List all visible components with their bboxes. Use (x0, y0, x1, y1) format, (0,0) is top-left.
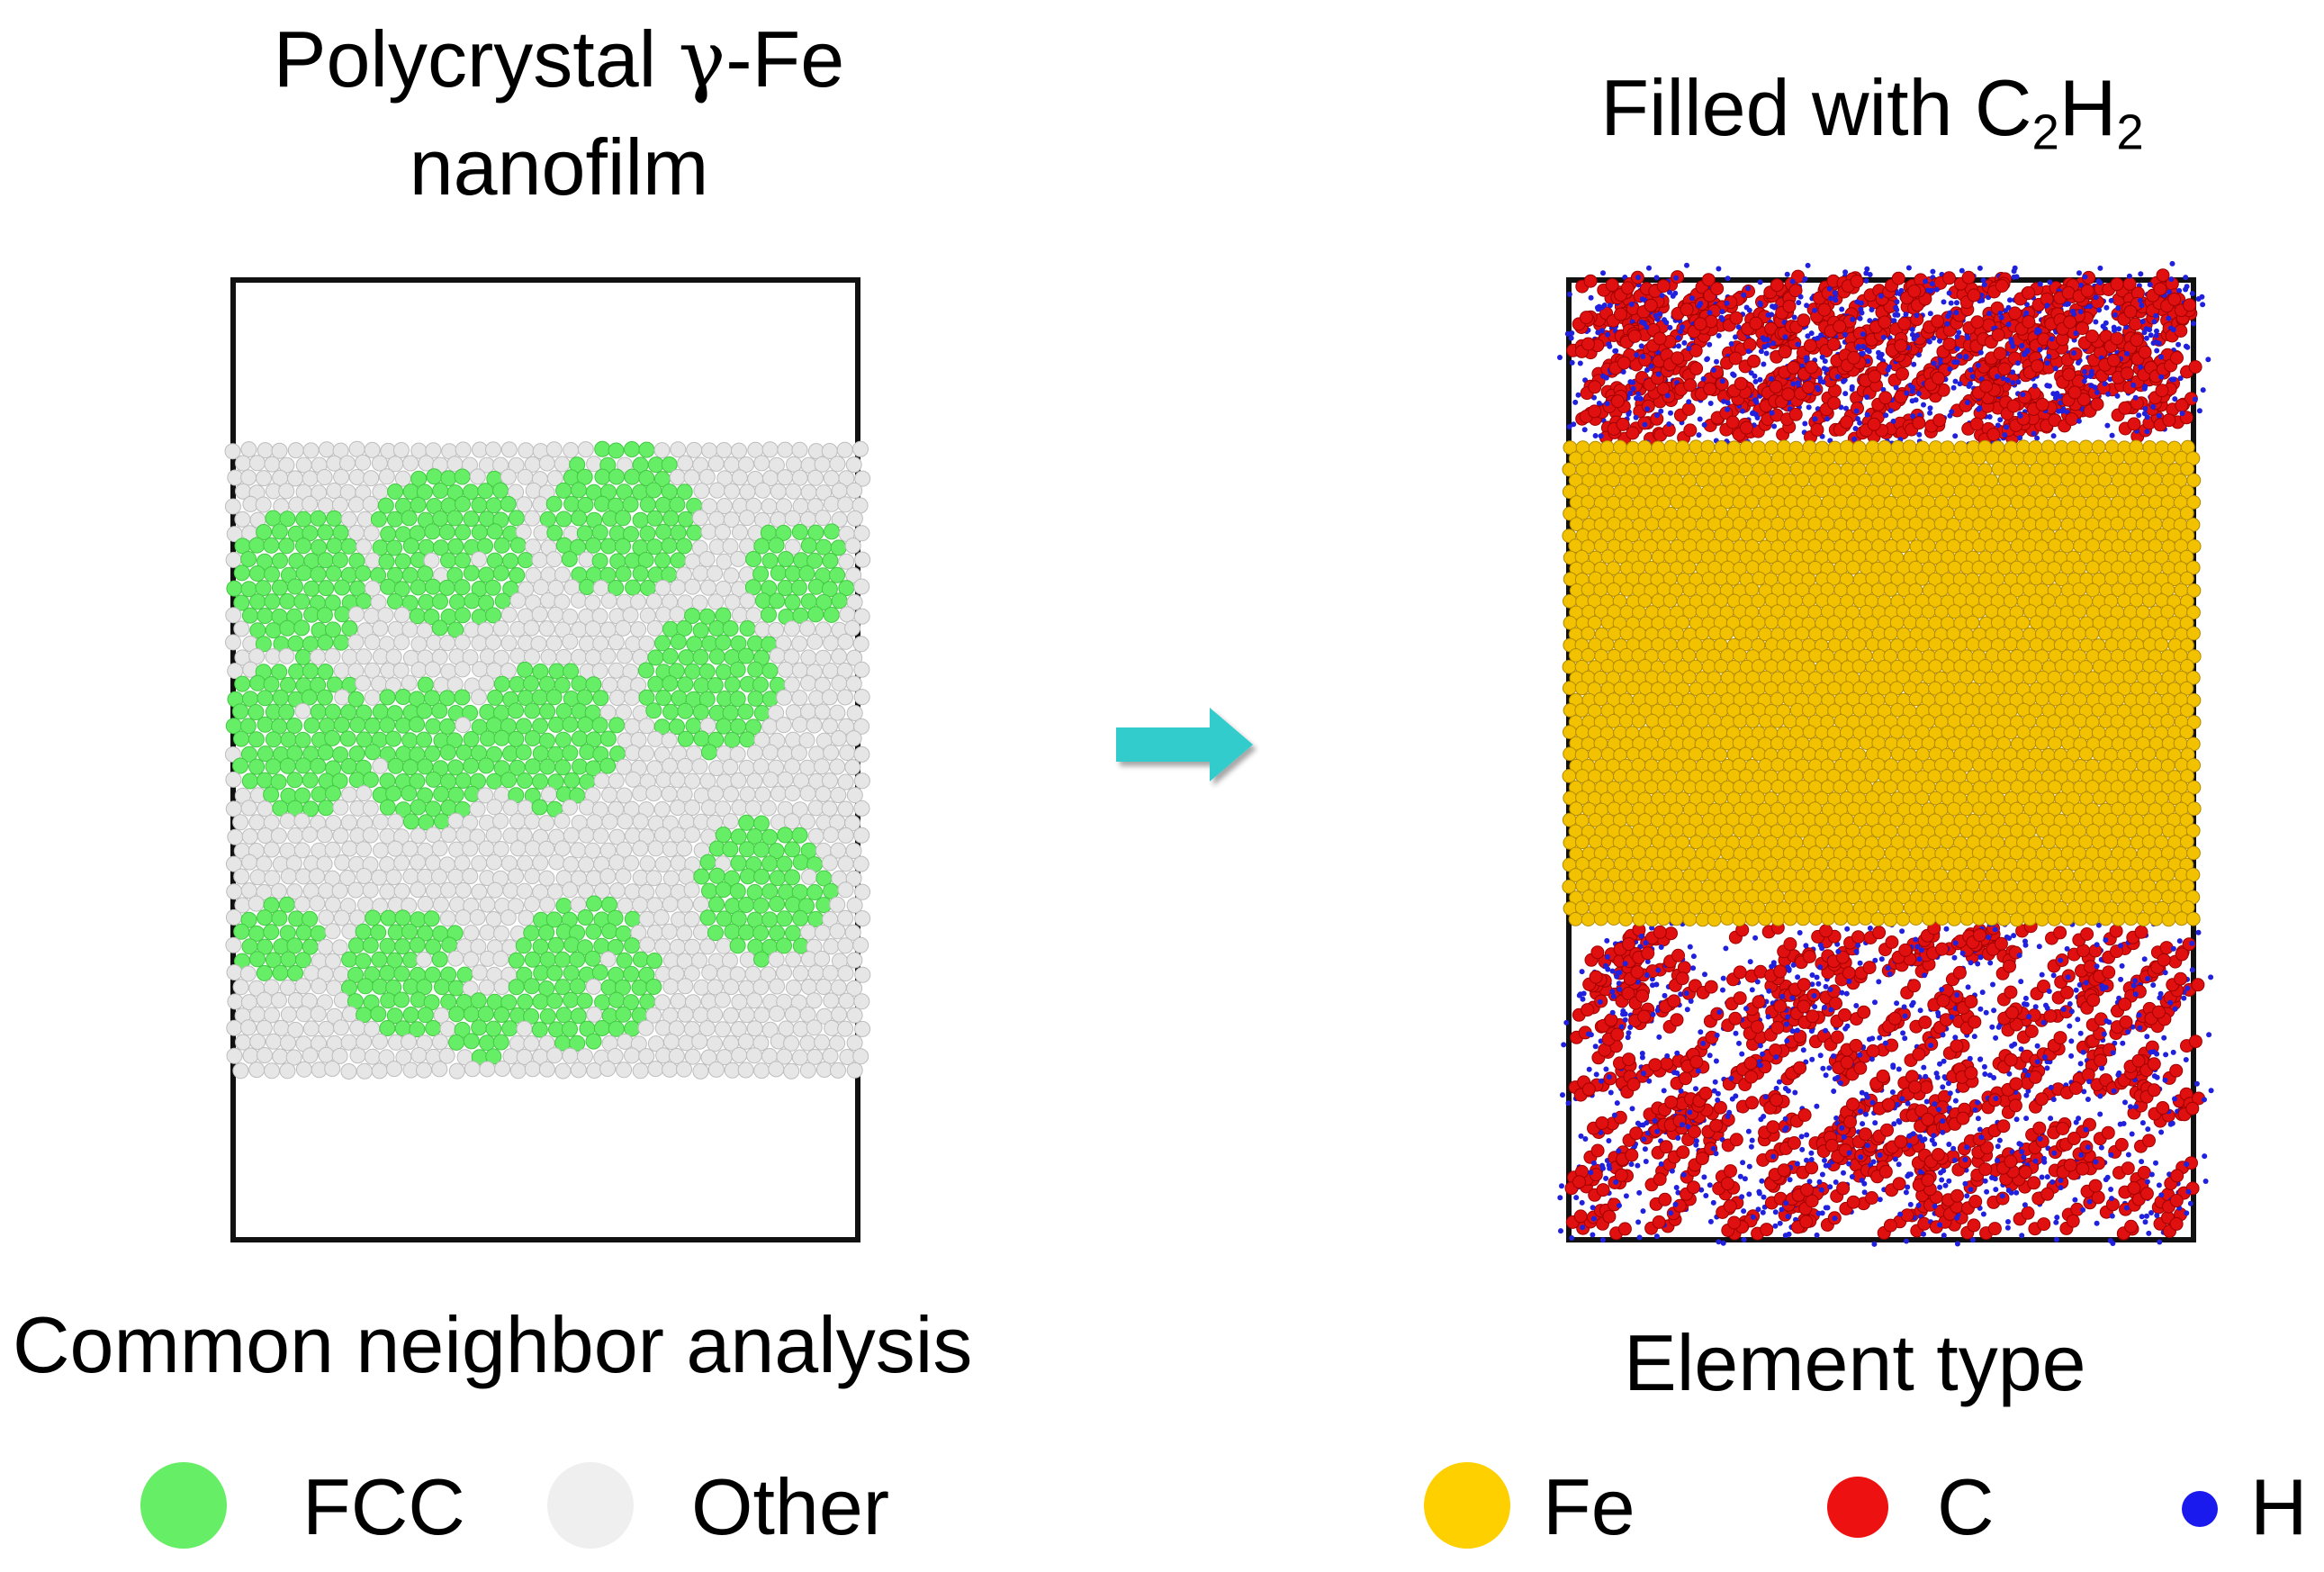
h-legend-label: H (2250, 1462, 2308, 1551)
right-caption: Element type (1624, 1318, 2086, 1407)
fcc-legend-swatch (140, 1462, 227, 1549)
right-arrow-icon (1116, 708, 1253, 781)
element-atoms (1557, 260, 2214, 1247)
gamma-symbol: γ (678, 13, 726, 105)
right-title-main: Filled with C (1600, 63, 2032, 152)
right-title-sub1: 2 (2031, 104, 2059, 160)
left-title-prefix: Polycrystal (273, 14, 679, 104)
right-title-mid: H (2058, 63, 2117, 152)
h-legend-swatch (2182, 1491, 2218, 1527)
left-title-line2: nanofilm (409, 122, 709, 212)
cna-atom-film (224, 440, 871, 1080)
c-legend-swatch (1827, 1477, 1888, 1538)
other-legend-swatch (547, 1462, 634, 1549)
left-title-suffix: -Fe (725, 14, 845, 104)
c-legend-label: C (1937, 1462, 1995, 1551)
left-caption: Common neighbor analysis (13, 1300, 973, 1389)
right-title-sub2: 2 (2116, 104, 2144, 160)
other-legend-label: Other (691, 1462, 890, 1551)
fe-legend-label: Fe (1543, 1462, 1635, 1551)
right-title: Filled with C2H2 (1530, 68, 2214, 158)
left-title-line1: Polycrystal γ-Fe (241, 20, 877, 99)
fe-legend-swatch (1424, 1462, 1510, 1549)
fcc-legend-label: FCC (302, 1462, 465, 1551)
